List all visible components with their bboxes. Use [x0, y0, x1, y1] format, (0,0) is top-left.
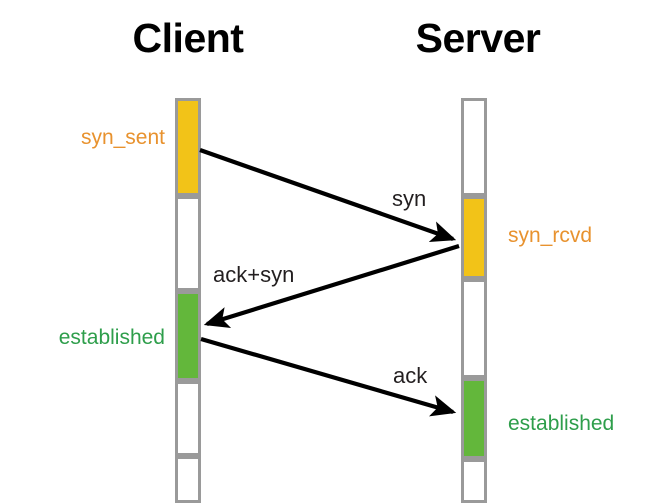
server-segment-syn-rcvd [461, 196, 487, 279]
server-state-label-syn-rcvd: syn_rcvd [508, 224, 593, 247]
message-label-ack: ack [393, 363, 428, 388]
server-segment-idle-2 [461, 279, 487, 378]
client-segment-syn-sent [175, 98, 201, 196]
client-state-label-syn-sent: syn_sent [80, 126, 165, 149]
column-title-client: Client [132, 15, 244, 61]
client-timeline [175, 98, 201, 503]
client-segment-established [175, 291, 201, 381]
client-state-label-established: established [58, 326, 165, 349]
client-segment-idle-3 [175, 456, 201, 503]
server-segment-idle-3 [461, 459, 487, 503]
column-title-server: Server [415, 15, 541, 61]
server-segment-idle-1 [461, 98, 487, 196]
message-label-ack-syn: ack+syn [213, 262, 295, 287]
server-state-label-established: established [508, 412, 615, 435]
client-segment-idle-1 [175, 196, 201, 291]
client-segment-idle-2 [175, 381, 201, 456]
server-timeline [461, 98, 487, 503]
server-segment-established [461, 378, 487, 459]
message-label-syn: syn [392, 186, 427, 211]
